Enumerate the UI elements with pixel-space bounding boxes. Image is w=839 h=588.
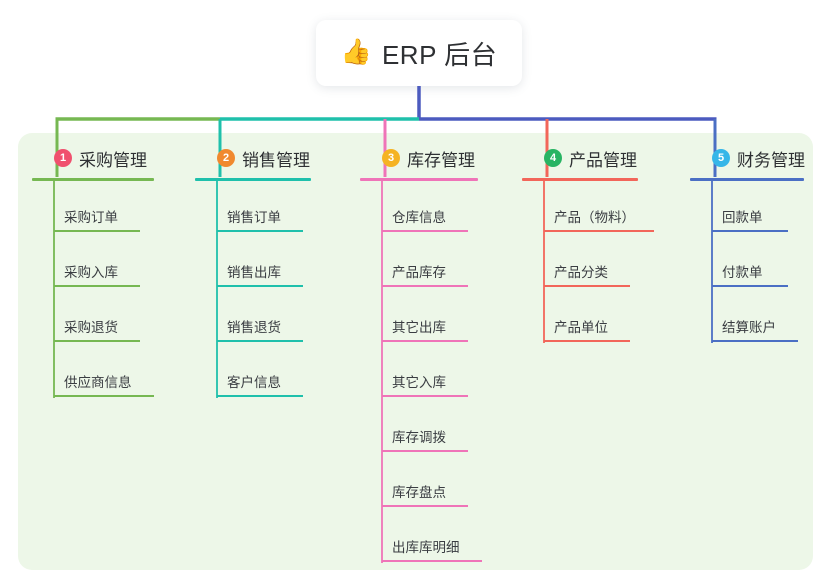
column-header-rule-5 xyxy=(690,178,804,181)
menu-item-label: 采购入库 xyxy=(64,265,118,280)
menu-item[interactable]: 采购入库 xyxy=(32,236,154,291)
column-2: 2 销售管理销售订单销售出库销售退货客户信息 xyxy=(195,144,311,401)
menu-item-rule xyxy=(712,230,788,232)
menu-item-rule xyxy=(382,285,468,287)
menu-item[interactable]: 其它入库 xyxy=(360,346,478,401)
column-3: 3 库存管理仓库信息产品库存其它出库其它入库库存调拨库存盘点出库库明细 xyxy=(360,144,482,566)
column-header-rule-1 xyxy=(32,178,154,181)
menu-item-rule xyxy=(217,340,303,342)
column-4: 4 产品管理产品（物料） 产品分类产品单位 xyxy=(522,144,654,346)
menu-item-label: 产品（物料） xyxy=(554,210,635,225)
column-1: 1 采购管理采购订单采购入库采购退货供应商信息 xyxy=(32,144,154,401)
column-header-rule-2 xyxy=(195,178,311,181)
column-title-2: 销售管理 xyxy=(242,150,310,170)
menu-item-label: 客户信息 xyxy=(227,375,281,390)
content-panel xyxy=(18,133,813,570)
thumbs-up-icon: 👍 xyxy=(340,37,372,66)
menu-item-label: 结算账户 xyxy=(722,320,776,335)
menu-item[interactable]: 库存调拨 xyxy=(360,401,478,456)
menu-item[interactable]: 付款单 xyxy=(690,236,805,291)
menu-item-rule xyxy=(382,505,468,507)
menu-item[interactable]: 出库库明细 xyxy=(360,511,482,566)
menu-item-label: 其它出库 xyxy=(392,320,446,335)
column-title-4: 产品管理 xyxy=(569,150,637,170)
column-header-3[interactable]: 3 库存管理 xyxy=(360,144,478,172)
menu-item[interactable]: 产品分类 xyxy=(522,236,638,291)
menu-item-label: 销售出库 xyxy=(227,265,281,280)
menu-item[interactable]: 产品（物料） xyxy=(522,181,654,236)
menu-item[interactable]: 销售出库 xyxy=(195,236,311,291)
menu-item-label: 销售订单 xyxy=(227,210,281,225)
menu-item-label: 库存调拨 xyxy=(392,430,446,445)
menu-item-rule xyxy=(382,450,468,452)
menu-item-rule xyxy=(54,285,140,287)
menu-item-rule xyxy=(217,285,303,287)
menu-item[interactable]: 结算账户 xyxy=(690,291,805,346)
column-title-1: 采购管理 xyxy=(79,150,147,170)
root-node-erp-backend[interactable]: 👍 ERP 后台 xyxy=(316,20,522,86)
menu-item[interactable]: 产品库存 xyxy=(360,236,478,291)
menu-item[interactable]: 销售退货 xyxy=(195,291,311,346)
menu-item-rule xyxy=(712,285,788,287)
column-header-2[interactable]: 2 销售管理 xyxy=(195,144,311,172)
column-header-4[interactable]: 4 产品管理 xyxy=(522,144,638,172)
column-header-rule-3 xyxy=(360,178,478,181)
column-title-5: 财务管理 xyxy=(737,150,805,170)
menu-item-label: 回款单 xyxy=(722,210,763,225)
menu-item-rule xyxy=(382,395,468,397)
menu-item[interactable]: 客户信息 xyxy=(195,346,311,401)
menu-item[interactable]: 供应商信息 xyxy=(32,346,154,401)
menu-item-rule xyxy=(54,395,154,397)
menu-item[interactable]: 销售订单 xyxy=(195,181,311,236)
root-node-title: ERP 后台 xyxy=(381,39,498,70)
column-badge-1: 1 xyxy=(54,149,72,167)
menu-item[interactable]: 采购订单 xyxy=(32,181,154,236)
menu-item-label: 仓库信息 xyxy=(392,210,446,225)
menu-item-label: 采购订单 xyxy=(64,210,118,225)
menu-item[interactable]: 仓库信息 xyxy=(360,181,478,236)
menu-item[interactable]: 库存盘点 xyxy=(360,456,478,511)
column-header-5[interactable]: 5 财务管理 xyxy=(690,144,805,172)
menu-item-rule xyxy=(544,230,654,232)
menu-item-label: 其它入库 xyxy=(392,375,446,390)
menu-item-label: 付款单 xyxy=(722,265,763,280)
menu-item-rule xyxy=(544,340,630,342)
menu-item-label: 销售退货 xyxy=(227,320,281,335)
menu-item[interactable]: 回款单 xyxy=(690,181,805,236)
column-header-1[interactable]: 1 采购管理 xyxy=(32,144,154,172)
column-header-rule-4 xyxy=(522,178,638,181)
column-badge-2: 2 xyxy=(217,149,235,167)
menu-item-label: 出库库明细 xyxy=(392,540,460,555)
menu-item-rule xyxy=(217,395,303,397)
column-badge-3: 3 xyxy=(382,149,400,167)
menu-item-label: 库存盘点 xyxy=(392,485,446,500)
menu-item-label: 采购退货 xyxy=(64,320,118,335)
menu-item-rule xyxy=(712,340,798,342)
menu-item[interactable]: 采购退货 xyxy=(32,291,154,346)
menu-item-label: 供应商信息 xyxy=(64,375,132,390)
menu-item-rule xyxy=(54,340,140,342)
menu-item[interactable]: 其它出库 xyxy=(360,291,478,346)
menu-item-label: 产品库存 xyxy=(392,265,446,280)
menu-item-label: 产品单位 xyxy=(554,320,608,335)
menu-item-rule xyxy=(382,560,482,562)
column-badge-4: 4 xyxy=(544,149,562,167)
menu-item-rule xyxy=(54,230,140,232)
menu-item-rule xyxy=(382,340,468,342)
column-title-3: 库存管理 xyxy=(407,150,475,170)
menu-item[interactable]: 产品单位 xyxy=(522,291,638,346)
column-badge-5: 5 xyxy=(712,149,730,167)
menu-item-rule xyxy=(217,230,303,232)
column-5: 5 财务管理回款单付款单结算账户 xyxy=(690,144,805,346)
menu-item-rule xyxy=(544,285,630,287)
menu-item-label: 产品分类 xyxy=(554,265,608,280)
menu-item-rule xyxy=(382,230,468,232)
